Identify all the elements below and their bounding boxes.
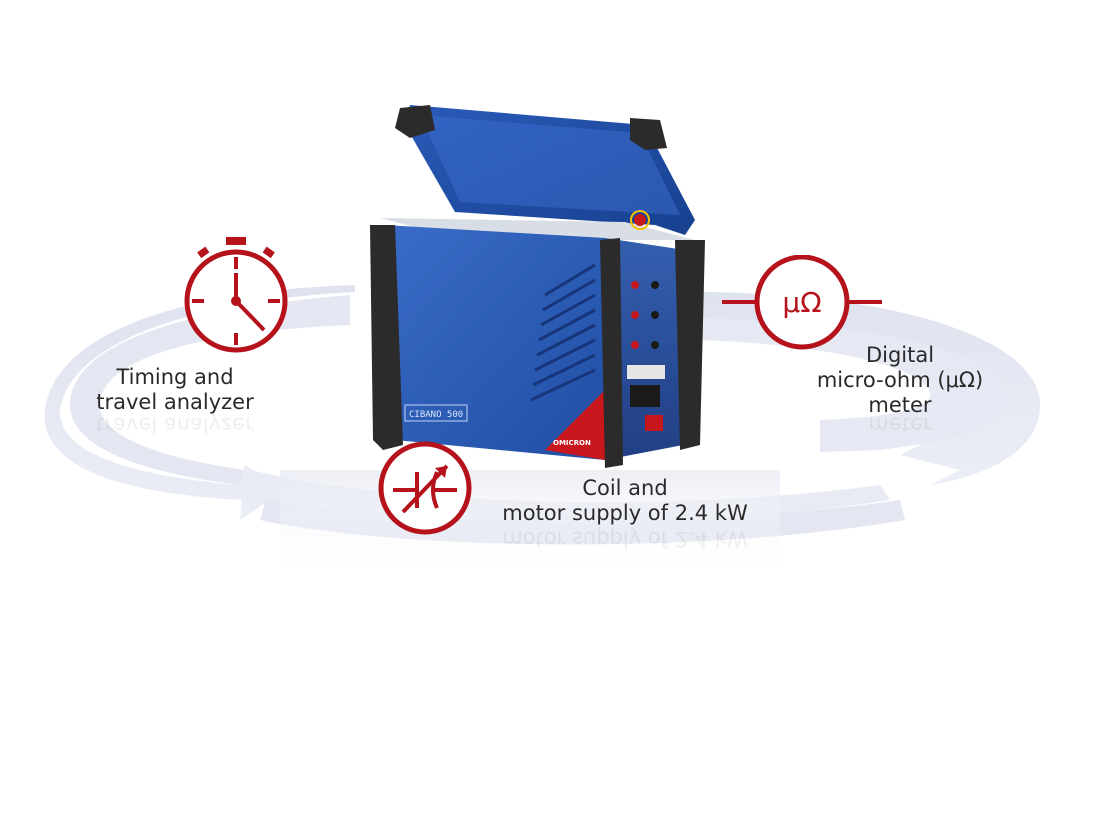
- label-micro-ohm-line1: Digital: [865, 343, 935, 367]
- lid-handle-left: [395, 105, 435, 138]
- micro-ohm-symbol: μΩ: [782, 286, 821, 319]
- label-timing-line1: Timing and: [116, 365, 234, 389]
- label-micro-ohm-line2: micro-ohm (μΩ): [816, 368, 984, 392]
- device-red-corner: [545, 390, 605, 460]
- variable-capacitor-icon: [378, 441, 472, 535]
- cibano-device: OMICRON CIBANO 500: [370, 105, 705, 468]
- label-coil-line2: motor supply of 2.4 kW: [502, 501, 748, 525]
- device-body-front: [385, 225, 605, 460]
- device-model-plate: [404, 404, 468, 422]
- label-timing: Timing and travel analyzer: [65, 365, 285, 415]
- label-coil-line1: Coil and: [582, 476, 668, 500]
- device-model-label: CIBANO 500: [409, 410, 463, 420]
- label-micro-ohm-line3: meter: [868, 393, 932, 417]
- device-frame-right: [600, 238, 623, 468]
- device-brand-label: OMICRON: [553, 439, 591, 447]
- device-vents: [530, 263, 596, 402]
- label-coil-reflection: motor supply of 2.4 kW: [502, 527, 748, 551]
- emergency-stop-button: [634, 214, 646, 226]
- lid-handle-right: [630, 118, 667, 150]
- device-frame-left: [370, 225, 403, 450]
- micro-ohm-meter-icon: μΩ: [722, 255, 882, 350]
- label-timing-reflection: travel analyzer: [96, 413, 254, 437]
- device-side-panel: [605, 238, 685, 460]
- label-micro-ohm: Digital micro-ohm (μΩ) meter: [800, 343, 1000, 418]
- label-coil: Coil and motor supply of 2.4 kW: [475, 476, 775, 526]
- label-timing-line2: travel analyzer: [96, 390, 254, 414]
- label-micro-ohm-reflection: meter: [868, 413, 932, 437]
- device-connectors: [627, 281, 665, 431]
- stopwatch-icon: [184, 237, 288, 353]
